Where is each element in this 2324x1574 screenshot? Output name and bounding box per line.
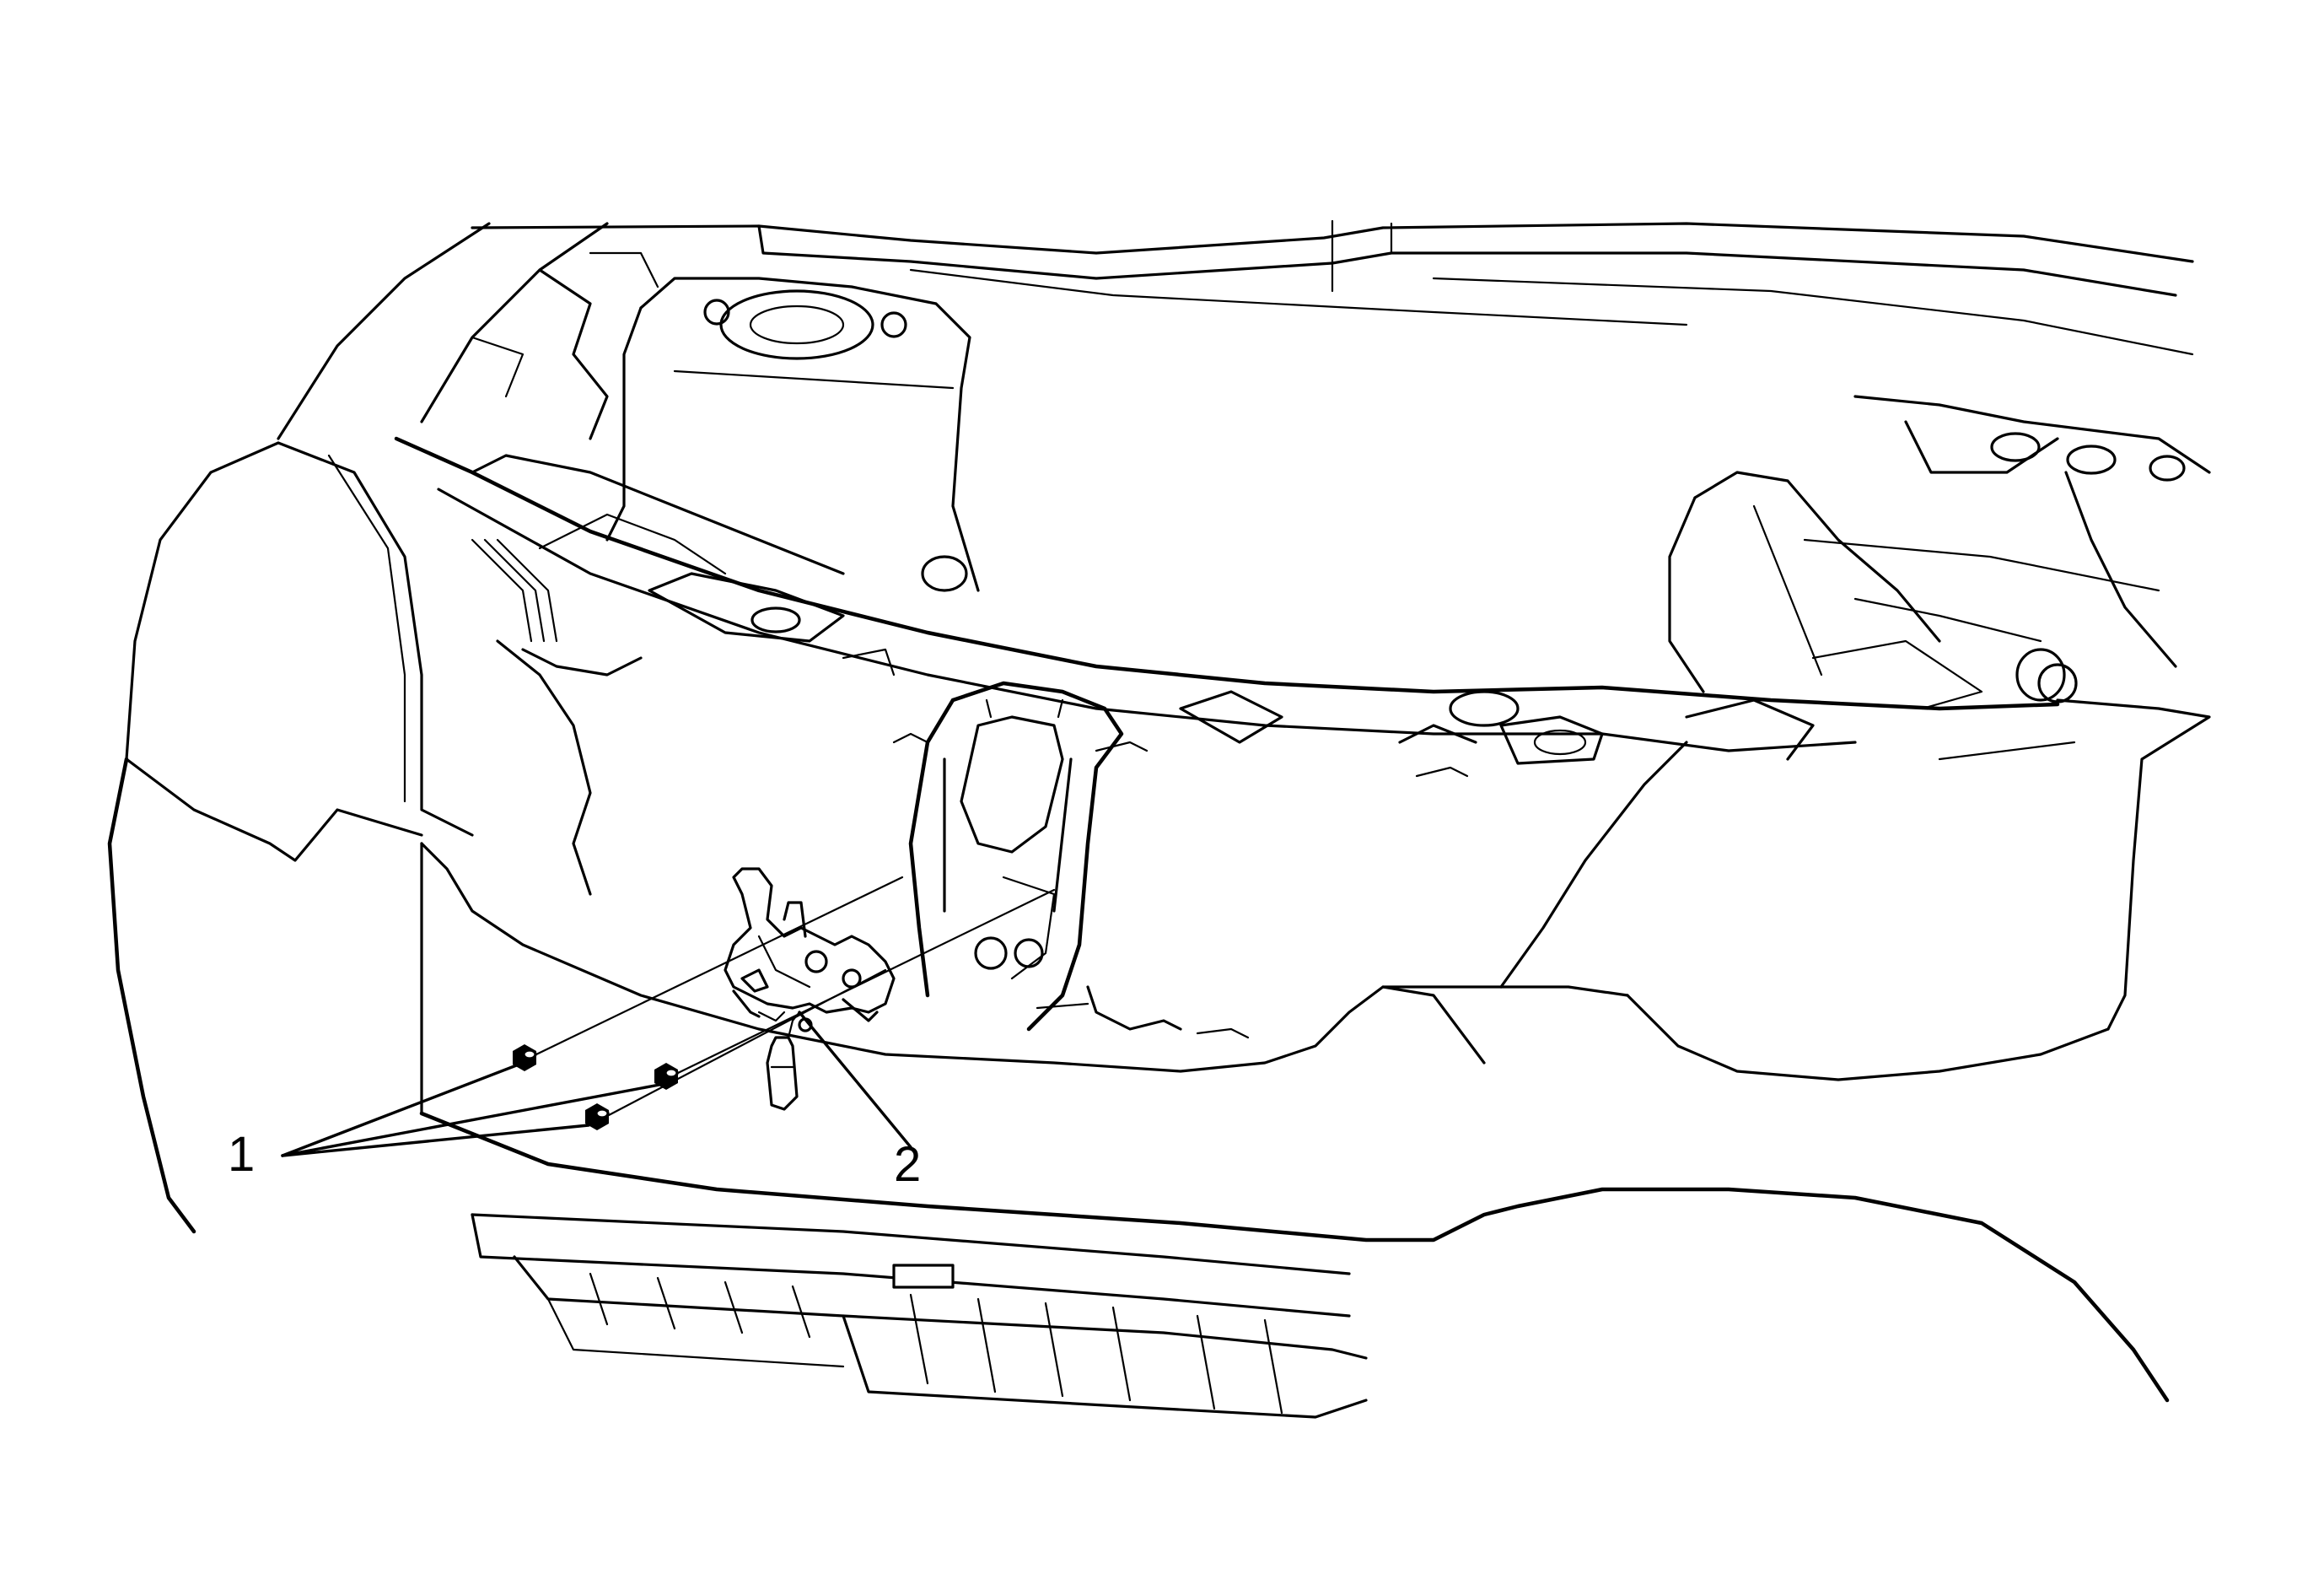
left-wiring-harness	[471, 538, 643, 896]
bolt-lower	[585, 1103, 610, 1130]
left-strut-tower	[605, 277, 980, 592]
right-structure	[1668, 395, 2211, 710]
radiator-support-tie-bar	[394, 436, 2078, 778]
callout-1-label: 1	[228, 1127, 255, 1182]
installation-lines	[535, 876, 1056, 1117]
cowl-panel	[471, 219, 2194, 356]
callout-2-leader	[798, 1011, 912, 1149]
callout-1-leaders	[281, 1063, 661, 1157]
bolt-upper-left	[513, 1044, 537, 1071]
hood-latch-assembly	[724, 867, 896, 1111]
left-headlamp	[125, 441, 474, 862]
callout-2-label: 2	[894, 1137, 921, 1192]
lower-grille	[471, 1213, 1368, 1419]
front-bumper-fascia	[107, 757, 2170, 1403]
latch-bolts	[513, 1044, 679, 1130]
hood-latch-support-bracket	[908, 681, 1124, 1032]
left-fender-edge	[277, 222, 659, 440]
right-headlamp	[1499, 698, 2211, 1081]
